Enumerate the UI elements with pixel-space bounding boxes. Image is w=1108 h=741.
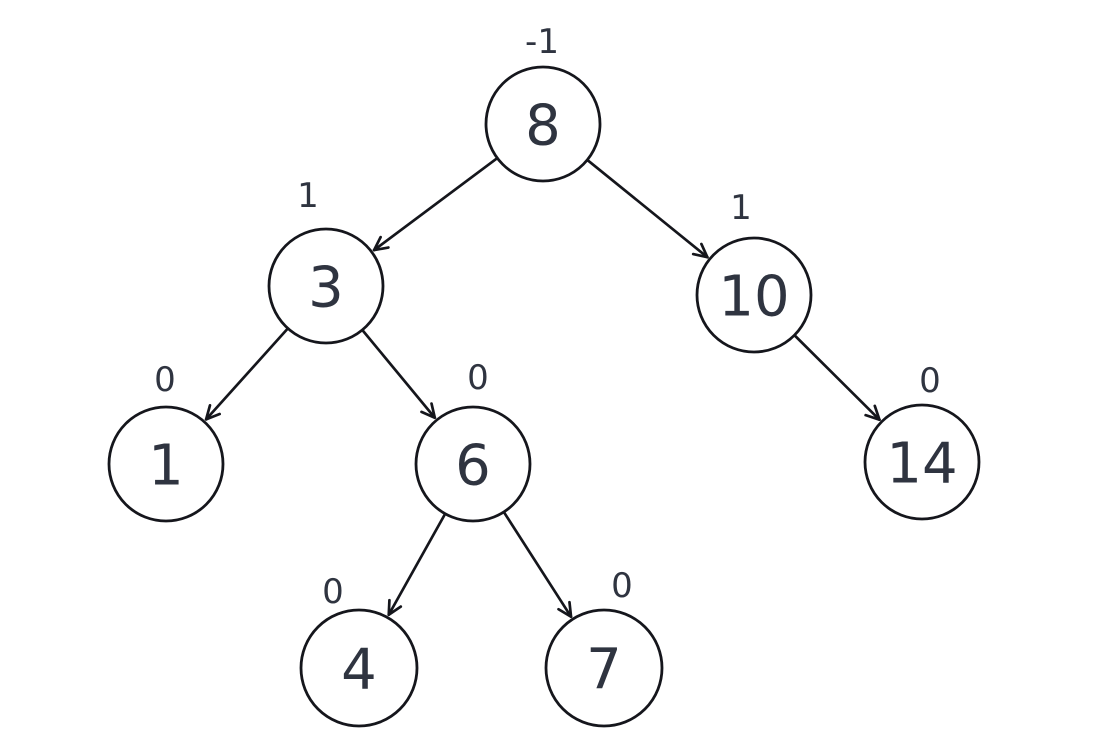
node-value-label-7: 7 [586,638,622,703]
node-value-label-14: 14 [886,432,957,497]
tree-node-1: 10 [107,360,225,523]
node-circle-14 [863,403,981,521]
tree-node-14: 14 0 [863,361,981,521]
tree-node-3: 31 [267,176,385,345]
tree-node-7: 70 [544,566,664,728]
tree-edge-3-6 [361,329,437,420]
node-circle-6 [414,405,532,523]
balance-factor-label-8: -1 [525,22,559,62]
balance-factor-label-14: 0 [919,361,941,401]
tree-edge-3-1 [204,327,289,421]
tree-node-6: 60 [414,358,532,523]
tree-edge-8-3 [372,157,498,252]
tree-node-8: 8 -1 [484,22,602,183]
balance-factor-label-10: 1 [730,188,752,228]
tree-node-10: 10 1 [695,188,813,354]
node-value-label-10: 10 [718,265,789,330]
balance-factor-label-7: 0 [611,566,633,606]
tree-edge-6-7 [502,511,573,619]
balance-factor-label-3: 1 [297,176,319,216]
node-value-label-4: 4 [341,638,377,703]
node-circle-10 [695,236,813,354]
node-circle-8 [484,65,602,183]
node-value-label-1: 1 [148,434,184,499]
node-value-label-3: 3 [308,256,344,321]
balance-factor-label-6: 0 [467,358,489,398]
balance-factor-label-4: 0 [322,572,344,612]
tree-edge-10-14 [793,334,881,422]
node-circle-7 [544,608,664,728]
node-circle-4 [299,608,419,728]
tree-edge-8-10 [586,159,709,259]
balance-factor-label-1: 0 [154,360,176,400]
tree-edge-6-4 [387,513,447,617]
node-circle-1 [107,405,225,523]
node-circle-3 [267,227,385,345]
node-value-label-6: 6 [455,434,491,499]
tree-node-4: 40 [299,572,419,728]
node-value-label-8: 8 [525,94,561,159]
